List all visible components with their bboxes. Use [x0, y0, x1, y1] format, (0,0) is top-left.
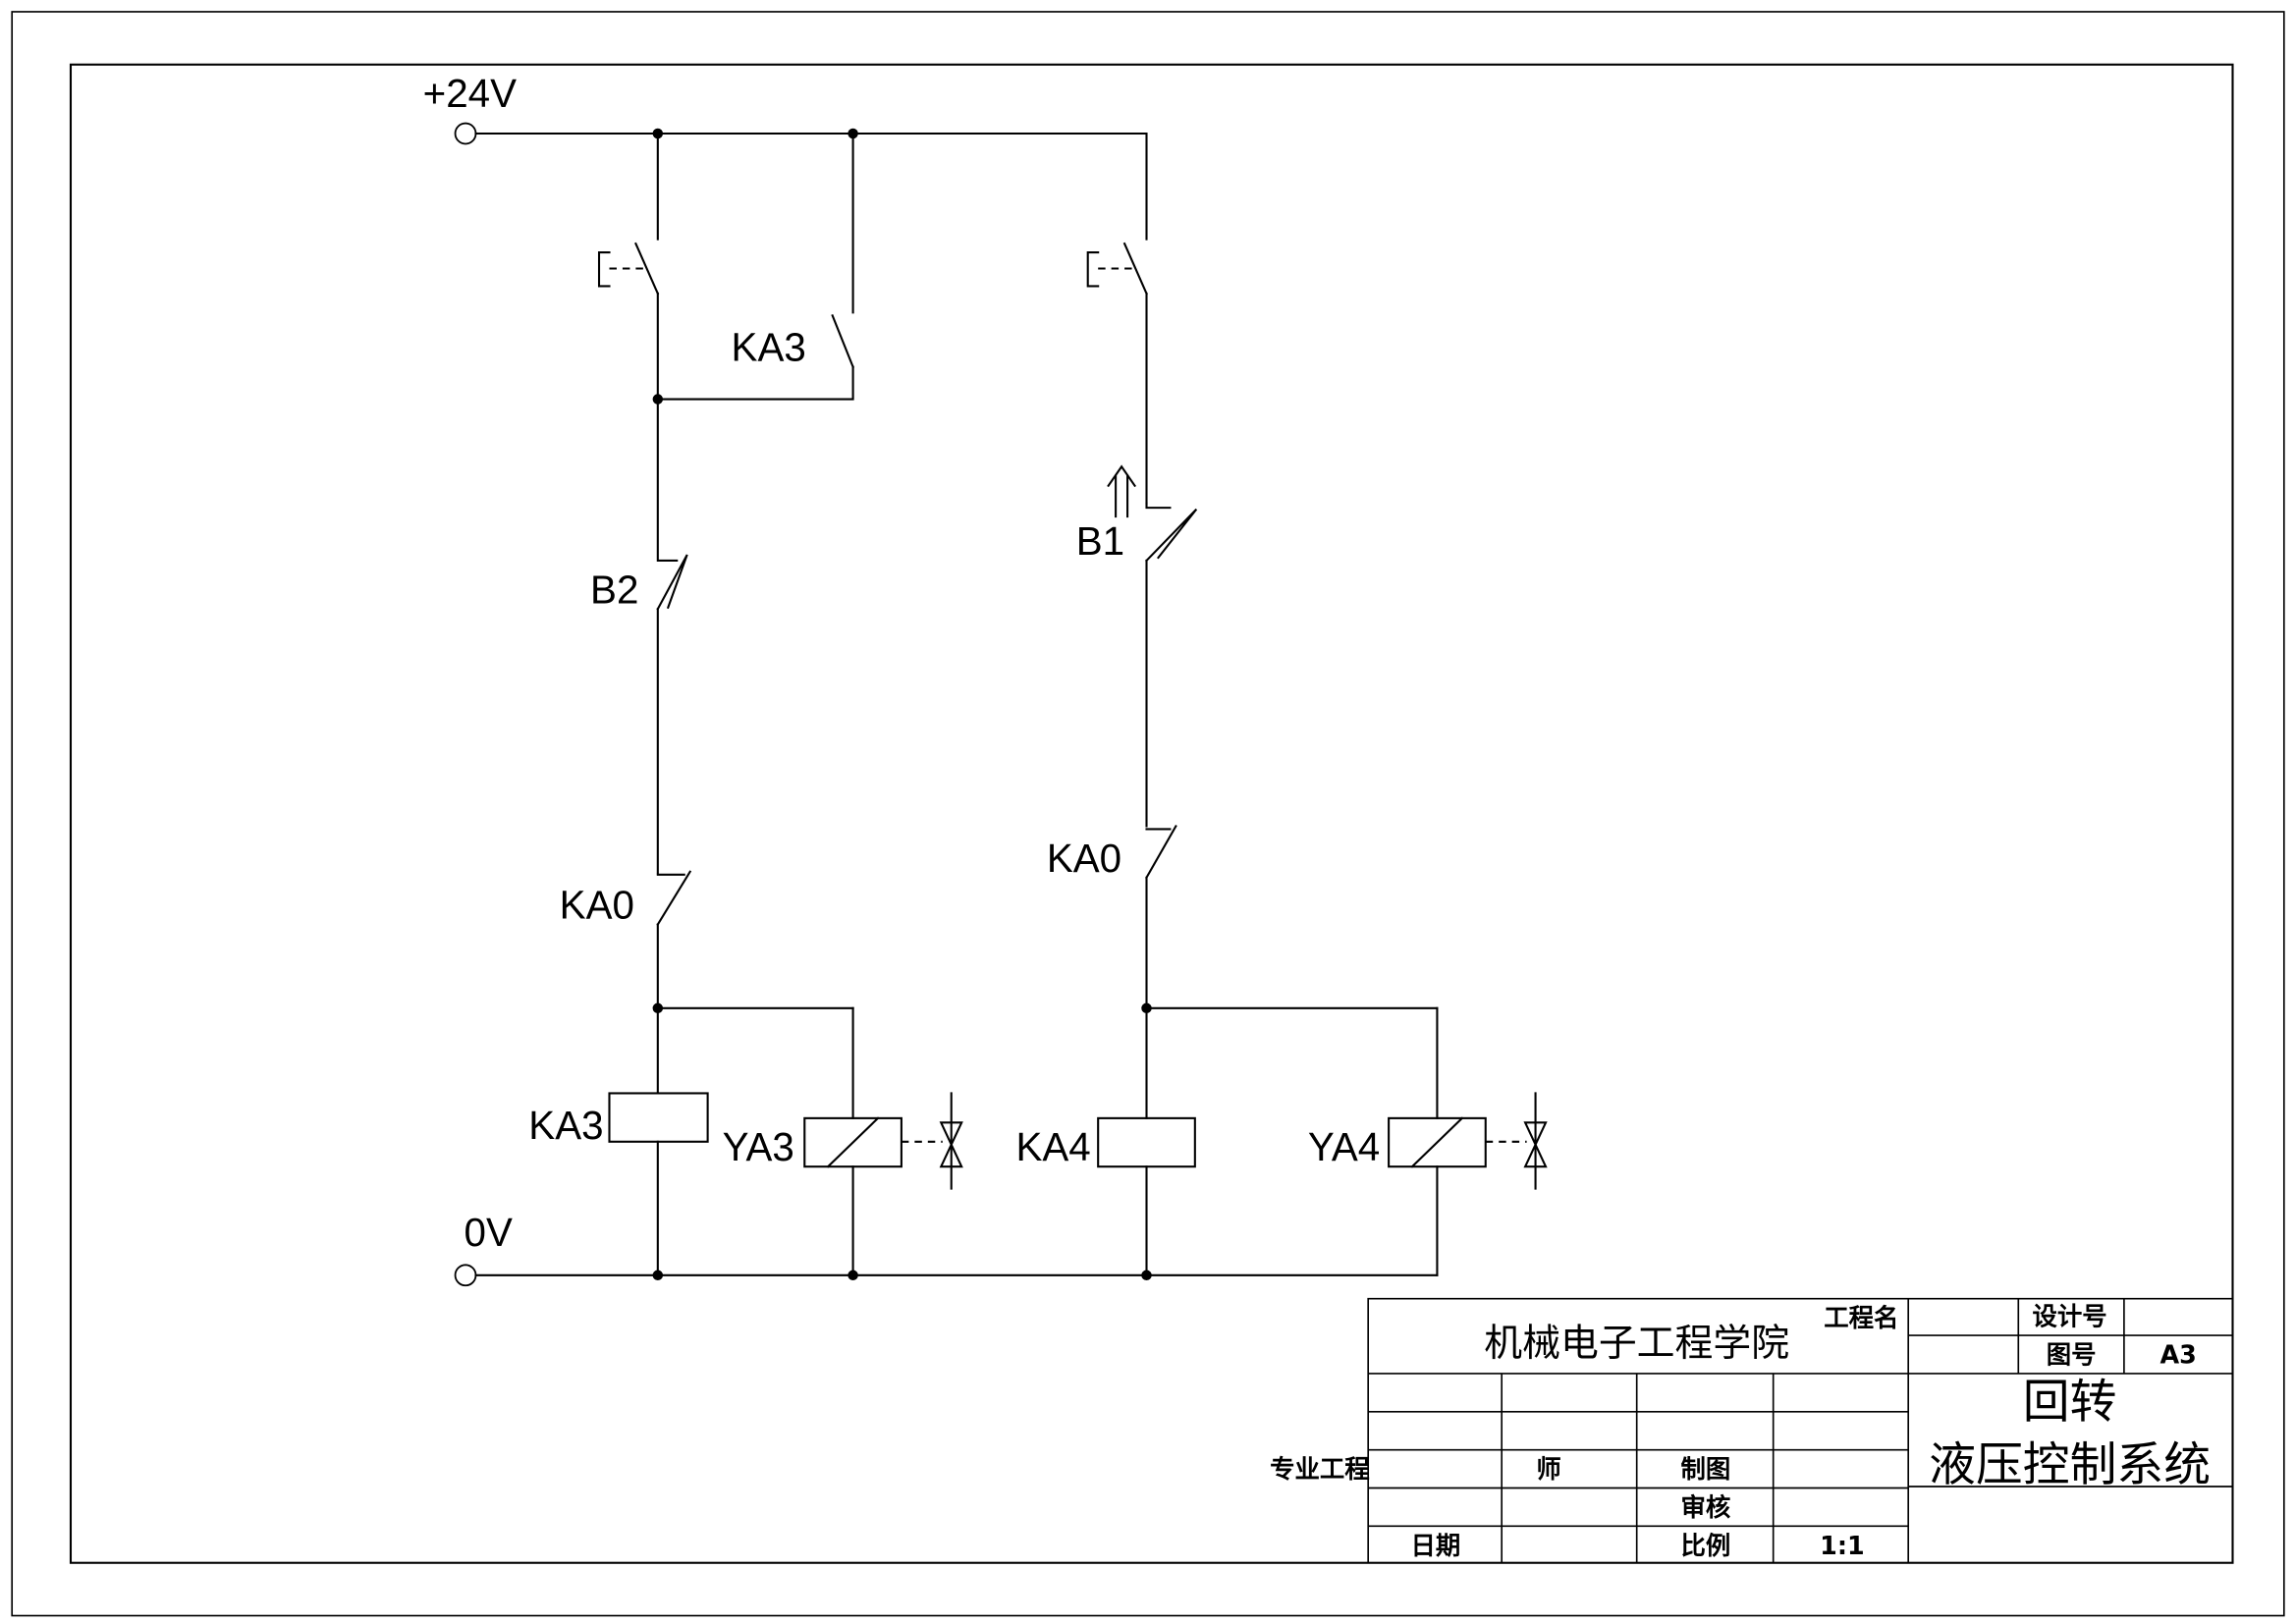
pushbutton-left — [597, 132, 660, 401]
teacher-label: 师 — [1536, 1454, 1560, 1484]
wire — [656, 923, 854, 1009]
pushbutton-head — [1086, 251, 1100, 288]
label-ka3-coil: KA3 — [528, 1103, 603, 1148]
drawing-no-value: A3 — [2160, 1339, 2197, 1369]
label-b2: B2 — [590, 567, 638, 612]
label-ground-supply: 0V — [465, 1210, 513, 1255]
title-block-grid — [1367, 1297, 2234, 1564]
junction-node — [847, 128, 858, 139]
top-rail — [474, 132, 1148, 241]
scale-label: 比例 — [1681, 1531, 1731, 1560]
coil-body — [1097, 1116, 1196, 1168]
ka0-contact-right: KA0 — [1047, 825, 1439, 1009]
drawing-title-line2: 液压控制系统 — [1929, 1438, 2211, 1492]
wire — [1145, 876, 1439, 1009]
drawing-title-line1: 回转 — [2023, 1376, 2117, 1430]
contact-blade — [1122, 242, 1148, 296]
solenoid-winding — [826, 1116, 880, 1168]
limit-switch-b2: B2 — [590, 398, 688, 875]
ka3-relay-coil: KA3 — [528, 1006, 709, 1276]
drawn-by-label: 制图 — [1681, 1454, 1731, 1484]
ka3-holding-contact: KA3 — [656, 132, 854, 401]
drawing-no-label: 图号 — [2047, 1339, 2097, 1369]
contact-blade — [656, 870, 692, 927]
date-label: 日期 — [1411, 1531, 1461, 1560]
coil-body — [608, 1092, 709, 1143]
label-b1: B1 — [1076, 518, 1124, 564]
limit-switch-b1: B1 — [1076, 464, 1198, 828]
checked-by-label: 审核 — [1681, 1492, 1731, 1522]
label-ka0-right: KA0 — [1047, 836, 1121, 881]
contact-blade — [656, 554, 688, 611]
contact-blade — [1145, 825, 1177, 880]
label-ya3: YA3 — [723, 1124, 794, 1169]
institute-name: 机械电子工程学院 — [1484, 1322, 1789, 1366]
wire — [656, 365, 854, 401]
ya4-solenoid: YA4 — [1308, 1006, 1548, 1276]
contact-blade — [1145, 508, 1198, 563]
scale-value: 1:1 — [1820, 1531, 1865, 1560]
contact-stub — [1145, 502, 1172, 510]
major-label: 专业工程 — [1270, 1454, 1370, 1484]
junction-node — [652, 1270, 664, 1281]
label-positive-supply: +24V — [423, 71, 517, 116]
label-ya4: YA4 — [1308, 1124, 1380, 1169]
drawing-frame — [69, 63, 2234, 1564]
wire — [656, 398, 679, 562]
project-name-label: 工程名 — [1824, 1303, 1898, 1332]
supply-ground: 0V — [454, 1210, 513, 1287]
pushbutton-head — [597, 251, 611, 288]
junction-nodes — [652, 128, 1152, 1281]
pushbutton-right — [1086, 242, 1148, 505]
valve-icon — [1523, 1121, 1548, 1168]
design-no-label: 设计号 — [2033, 1302, 2107, 1331]
outer-border — [11, 11, 2285, 1617]
junction-node — [652, 394, 664, 405]
supply-positive: +24V — [423, 71, 517, 145]
contact-blade — [831, 313, 854, 369]
junction-node — [652, 1002, 664, 1014]
label-ka4-coil: KA4 — [1015, 1124, 1090, 1169]
junction-node — [1141, 1002, 1152, 1014]
title-block: 机械电子工程学院 工程名 设计号 图号 A3 回转 液压控制系统 专业工程 师 … — [1270, 1297, 2234, 1564]
ya3-solenoid: YA3 — [723, 1006, 963, 1276]
double-arrow-icon — [1107, 464, 1137, 518]
contact-blade — [634, 242, 660, 296]
terminal-positive — [454, 122, 477, 145]
junction-node — [1141, 1270, 1152, 1281]
ka4-relay-coil: KA4 — [1015, 1006, 1196, 1276]
label-ka0-left: KA0 — [560, 883, 634, 928]
solenoid-winding — [1410, 1116, 1464, 1168]
junction-node — [847, 1270, 858, 1281]
ka0-contact-left: KA0 — [560, 870, 854, 1009]
junction-node — [652, 128, 664, 139]
valve-icon — [939, 1121, 963, 1168]
label-ka3-contact: KA3 — [732, 325, 806, 370]
terminal-ground — [454, 1264, 477, 1287]
